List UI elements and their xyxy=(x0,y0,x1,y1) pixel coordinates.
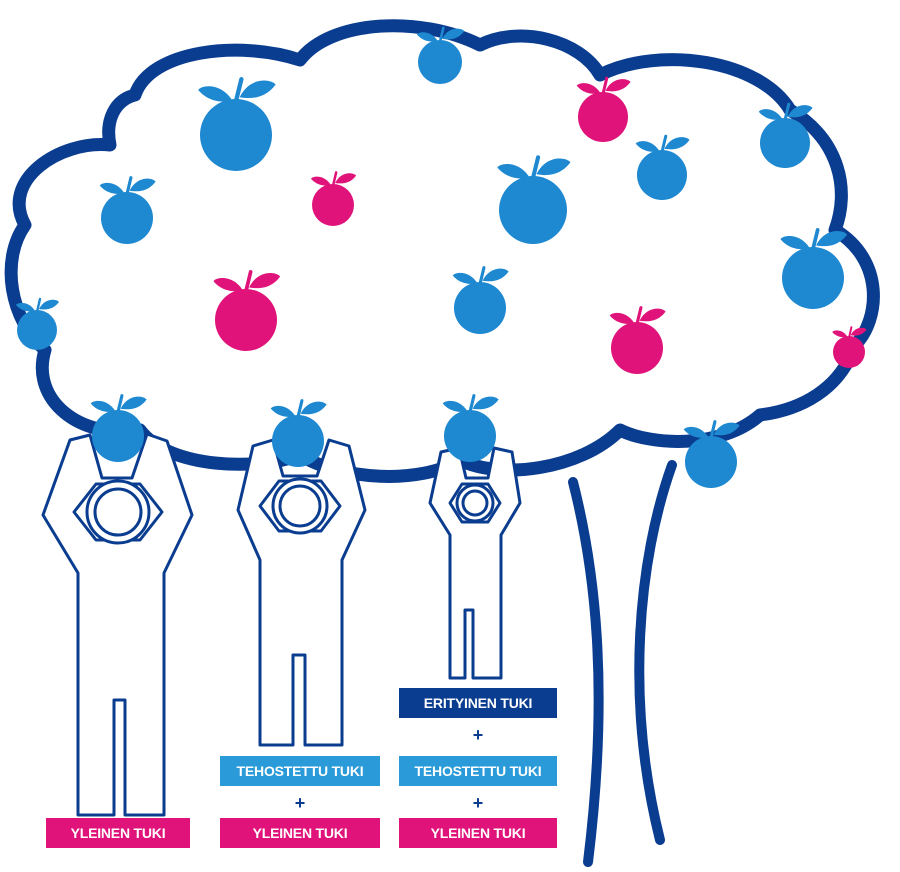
head-icon xyxy=(461,489,489,517)
tehostettu-tuki-label: TEHOSTETTU TUKI xyxy=(399,756,557,786)
apple-icon xyxy=(198,77,276,171)
apple-icon xyxy=(213,270,281,351)
apple-icon xyxy=(452,266,509,334)
tehostettu-tuki-label: TEHOSTETTU TUKI xyxy=(220,756,380,786)
apple-icon xyxy=(758,102,813,168)
apple-icon xyxy=(683,420,740,488)
tree-trunk-icon xyxy=(634,460,677,845)
tree-crown-icon xyxy=(4,19,880,483)
figure-right xyxy=(428,446,522,680)
figure-left xyxy=(41,432,194,817)
head-icon xyxy=(278,484,322,528)
apple-icon xyxy=(576,76,631,142)
apple-icon xyxy=(442,394,499,462)
apples-group xyxy=(16,26,867,488)
yleinen-tuki-label: YLEINEN TUKI xyxy=(220,818,380,848)
figure-middle xyxy=(236,438,367,747)
plus-sign: + xyxy=(472,724,484,745)
apple-icon xyxy=(99,176,156,244)
apple-icon xyxy=(16,297,59,350)
yleinen-tuki-label: YLEINEN TUKI xyxy=(46,818,190,848)
apple-icon xyxy=(780,228,848,309)
tree-trunk-icon xyxy=(568,477,604,867)
yleinen-tuki-label: YLEINEN TUKI xyxy=(399,818,557,848)
plus-sign: + xyxy=(294,792,306,813)
plus-sign: + xyxy=(472,792,484,813)
apple-icon xyxy=(609,306,666,374)
erityinen-tuki-label: ERITYINEN TUKI xyxy=(399,688,557,718)
apple-icon xyxy=(90,394,147,462)
apple-icon xyxy=(310,171,357,226)
head-icon xyxy=(93,487,143,537)
apple-icon xyxy=(497,155,571,244)
apple-icon xyxy=(416,26,465,84)
apple-icon xyxy=(832,326,867,368)
apple-icon xyxy=(635,134,690,200)
apple-icon xyxy=(270,399,327,467)
person-icon xyxy=(41,432,194,817)
